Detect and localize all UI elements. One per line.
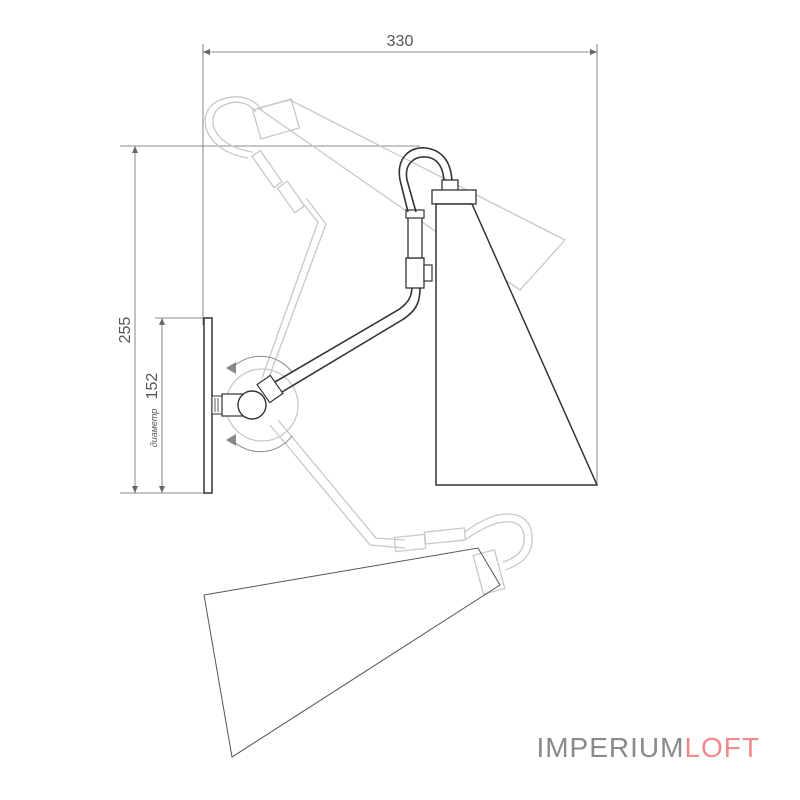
rotation-arrows [231, 355, 293, 453]
ghost-upper-hook [204, 96, 263, 159]
ghost-upper-arm [261, 199, 319, 379]
dimension-arrows [132, 49, 597, 493]
arm-connector-lower [405, 257, 425, 289]
brand-logo-part1: IMPERIUM [536, 732, 685, 763]
width-label: 330 [387, 33, 414, 50]
arrow-top [132, 146, 138, 153]
height-label: 255 [117, 317, 134, 344]
ghost-lower-hook [464, 513, 533, 571]
arm-collar [256, 374, 284, 404]
main-arm [274, 220, 421, 393]
arrow-diam-top [159, 318, 165, 325]
shade-hook [398, 147, 453, 213]
rotation-arrow-up [226, 362, 236, 374]
shade-cap [431, 189, 477, 205]
diameter-value-label: 152 [144, 373, 161, 400]
switch-knob [211, 395, 223, 415]
ghost-upper-position [204, 96, 567, 381]
arrow-right [590, 49, 597, 55]
diameter-word-label: диаметр [149, 409, 159, 447]
arm-screw [423, 264, 433, 282]
arrow-left [203, 49, 210, 55]
ghost-lower-arm [269, 424, 406, 549]
ghost-lower-position [269, 419, 533, 595]
arm-connector-upper [407, 211, 423, 259]
lower-shade [203, 547, 501, 758]
rotation-arrow-down [226, 434, 236, 446]
wall-plate [203, 317, 213, 494]
arrow-bottom [132, 486, 138, 493]
brand-logo-part2: LOFT [684, 732, 760, 763]
arrow-diam-bottom [159, 486, 165, 493]
main-shade [435, 203, 599, 486]
brand-logo: IMPERIUMLOFT [536, 732, 760, 764]
pivot-ball [237, 390, 267, 420]
